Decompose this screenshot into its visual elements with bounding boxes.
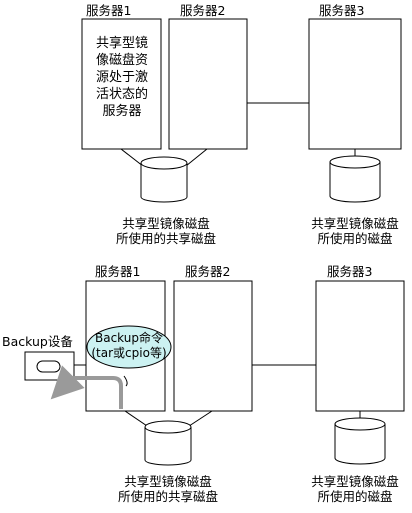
- bottom-local-disk-label: 共享型镜像磁盘 所使用的磁盘: [298, 474, 412, 504]
- top-shared-disk-label-line1: 共享型镜像磁盘: [122, 216, 210, 231]
- bottom-server3-label: 服务器3: [327, 264, 373, 279]
- backup-dataflow-arrow: [50, 365, 123, 409]
- bottom-local-disk-label-line1: 共享型镜像磁盘: [311, 474, 399, 489]
- top-server2-box: [168, 18, 248, 150]
- top-shared-disk-label: 共享型镜像磁盘 所使用的共享磁盘: [104, 216, 228, 246]
- bottom-shared-disk-label-line1: 共享型镜像磁盘: [124, 474, 212, 489]
- top-server1-label: 服务器1: [86, 3, 132, 18]
- top-server3-box: [308, 18, 402, 150]
- top-shared-disk-label-line2: 所使用的共享磁盘: [115, 231, 216, 246]
- bottom-server2-label: 服务器2: [185, 264, 231, 279]
- top-server1-desc-line1: 共享型镜: [95, 36, 148, 51]
- bottom-shared-disk-label-line2: 所使用的共享磁盘: [117, 489, 218, 504]
- backup-command-text: Backup命令 (tar或cpio等): [87, 331, 171, 361]
- top-server1-desc-line2: 像磁盘资: [95, 53, 148, 68]
- backup-command-bubble-tail: [123, 375, 128, 387]
- backup-device-label: Backup设备: [2, 334, 73, 349]
- top-server2-label: 服务器2: [180, 3, 226, 18]
- top-server1-box: [81, 18, 162, 150]
- bottom-server2-box: [173, 280, 253, 412]
- top-server1-desc-line5: 服务器: [102, 104, 142, 119]
- bottom-shared-disk-icon: [144, 420, 192, 466]
- top-local-disk-label-line1: 共享型镜像磁盘: [311, 216, 399, 231]
- top-shared-disk-icon: [140, 156, 188, 203]
- bottom-server1-label: 服务器1: [95, 264, 141, 279]
- bottom-local-disk-icon: [334, 417, 386, 465]
- top-server1-description: 共享型镜 像磁盘资 源处于激 活状态的 服务器: [83, 35, 161, 120]
- top-local-disk-label: 共享型镜像磁盘 所使用的磁盘: [298, 216, 412, 246]
- backup-command-line2: (tar或cpio等): [91, 346, 167, 360]
- top-server1-desc-line4: 活状态的: [95, 87, 148, 102]
- bottom-shared-disk-label: 共享型镜像磁盘 所使用的共享磁盘: [106, 474, 230, 504]
- top-local-disk-label-line2: 所使用的磁盘: [317, 231, 393, 246]
- bottom-server3-box: [315, 280, 405, 412]
- top-server3-label: 服务器3: [319, 3, 365, 18]
- backup-device-icon: [24, 351, 75, 381]
- top-server1-desc-line3: 源处于激: [95, 70, 148, 85]
- top-local-disk-icon: [329, 155, 381, 203]
- backup-command-bubble: [86, 325, 172, 369]
- bottom-local-disk-label-line2: 所使用的磁盘: [317, 489, 393, 504]
- backup-command-line1: Backup命令: [95, 331, 163, 345]
